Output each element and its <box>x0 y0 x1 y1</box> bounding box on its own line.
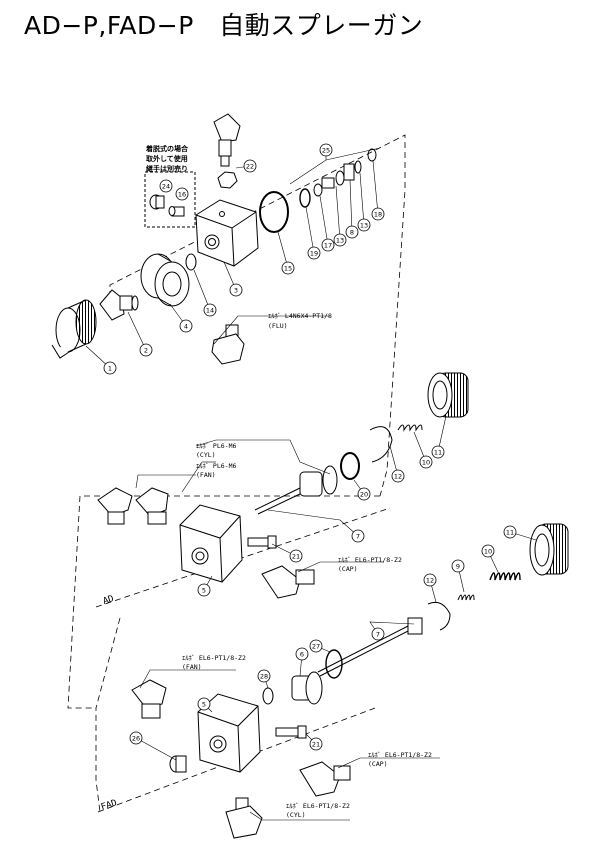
fitting-cap-fad-use: (CAP) <box>368 760 388 768</box>
fitting-flu-name: ｴﾙﾎﾞ L4N6X4-PT1/8 <box>268 312 332 320</box>
label-part-21-ad: 21 <box>292 553 300 561</box>
part-7-ad <box>254 465 338 515</box>
label-part-4: 4 <box>184 323 188 331</box>
fitting-fan-ad-use: (FAN) <box>196 471 216 479</box>
note-line-2: 取外して使用 <box>146 154 188 163</box>
fitting-fan-fad-use: (FAN) <box>182 663 202 671</box>
fitting-cap-fad-name: ｴﾙﾎﾞ EL6-PT1/8-Z2 <box>368 751 432 759</box>
label-part-5-ad: 5 <box>202 587 206 595</box>
section-label-fad: FAD <box>100 798 119 813</box>
label-part-12-fad: 12 <box>426 577 434 585</box>
label-part-7-fad: 7 <box>376 631 380 639</box>
part-25-kit <box>299 148 377 208</box>
label-part-27: 27 <box>312 643 320 651</box>
part-4 <box>140 253 190 307</box>
fitting-labels: ｴﾙﾎﾞ L4N6X4-PT1/8 (FLU) ｴﾙﾎﾞ PL6-M6 (CYL… <box>182 312 432 819</box>
label-part-7-ad: 7 <box>356 533 360 541</box>
label-part-10-ad: 10 <box>422 459 430 467</box>
fitting-fan-ad-name: ｴﾙﾎﾞ PL6-M6 <box>196 462 236 470</box>
part-20 <box>340 452 360 480</box>
part-1 <box>51 299 97 359</box>
part-7-fad <box>317 617 423 677</box>
part-10-fad <box>489 572 521 581</box>
part-16 <box>168 206 185 217</box>
label-part-15: 15 <box>284 265 292 273</box>
part-number-labels: 1 2 3 4 14 15 19 17 13 8 13 18 22 25 24 … <box>108 147 514 749</box>
label-part-19: 19 <box>310 250 318 258</box>
part-6 <box>291 671 323 705</box>
part-2 <box>99 289 139 321</box>
label-part-6: 6 <box>300 651 304 659</box>
part-11-fad <box>529 523 569 576</box>
fitting-cyl-fad-use: (CYL) <box>286 811 306 819</box>
label-part-3: 3 <box>234 287 238 295</box>
pl6-fitting-fan <box>135 487 169 525</box>
label-part-25: 25 <box>322 147 330 155</box>
label-part-24: 24 <box>162 183 170 191</box>
detachable-note: 着脱式の場合 取外して使用 継手は別売り <box>145 144 189 173</box>
section-label-ad: AD <box>102 594 115 607</box>
label-part-21-fad: 21 <box>312 741 320 749</box>
cap-elbow-fitting-fad <box>299 761 351 797</box>
part-12-ad <box>369 426 393 463</box>
flu-elbow-fitting <box>211 324 245 365</box>
fitting-cyl-ad-name: ｴﾙﾎﾞ PL6-M6 <box>196 442 236 450</box>
fitting-fan-fad-name: ｴﾙﾎﾞ EL6-PT1/8-Z2 <box>182 654 246 662</box>
label-part-16: 16 <box>178 191 186 199</box>
label-part-18: 18 <box>374 211 382 219</box>
part-27 <box>325 649 343 679</box>
part-11-ad <box>427 372 469 418</box>
fitting-cap-ad-use: (CAP) <box>338 565 358 573</box>
label-part-28: 28 <box>260 673 268 681</box>
upper-assembly <box>51 113 377 365</box>
fitting-cyl-ad-use: (CYL) <box>196 451 216 459</box>
part-14 <box>185 253 197 271</box>
part-24 <box>149 194 165 210</box>
label-part-1: 1 <box>108 365 112 373</box>
part-9 <box>457 594 475 601</box>
label-part-9: 9 <box>456 563 460 571</box>
label-part-2: 2 <box>144 347 148 355</box>
label-part-11-fad: 11 <box>506 529 514 537</box>
label-part-11-ad: 11 <box>434 449 442 457</box>
part-21-ad <box>247 535 277 549</box>
part-3-body <box>195 199 259 267</box>
part-15 <box>259 191 289 233</box>
note-line-3: 継手は別売り <box>146 164 188 173</box>
ad-assembly <box>97 372 469 599</box>
part-28 <box>262 687 274 705</box>
part-5-fad <box>197 693 261 773</box>
group-outlines <box>67 134 406 813</box>
part-5-ad <box>179 504 243 583</box>
page-title: AD−P,FAD−P 自動スプレーガン <box>24 11 424 40</box>
label-part-20: 20 <box>360 491 368 499</box>
label-part-10-fad: 10 <box>484 548 492 556</box>
fan-elbow-fitting <box>131 679 167 719</box>
label-part-17: 17 <box>324 242 332 250</box>
fad-assembly <box>131 523 569 839</box>
label-part-22: 22 <box>246 163 254 171</box>
part-number-balloons <box>103 143 517 751</box>
label-part-12-ad: 12 <box>394 473 402 481</box>
label-part-26: 26 <box>132 735 140 743</box>
label-part-8: 8 <box>350 229 354 237</box>
cap-elbow-fitting-ad <box>261 565 315 599</box>
fitting-flu-use: (FLU) <box>268 322 288 330</box>
label-part-13-b: 13 <box>360 222 368 230</box>
fitting-cap-ad-name: ｴﾙﾎﾞ EL6-PT1/8-Z2 <box>338 556 402 564</box>
label-part-13-a: 13 <box>336 237 344 245</box>
part-22 <box>213 113 241 189</box>
pl6-fitting-cyl <box>97 487 133 525</box>
note-line-1: 着脱式の場合 <box>145 144 189 153</box>
part-10-ad <box>397 424 423 432</box>
part-21-fad <box>275 725 307 739</box>
fitting-cyl-fad-name: ｴﾙﾎﾞ EL6-PT1/8-Z2 <box>286 802 350 810</box>
label-part-14: 14 <box>206 307 214 315</box>
part-26 <box>169 755 187 773</box>
part-12-fad <box>427 601 451 631</box>
label-part-5-fad: 5 <box>202 701 206 709</box>
cyl-elbow-fitting <box>225 797 263 839</box>
